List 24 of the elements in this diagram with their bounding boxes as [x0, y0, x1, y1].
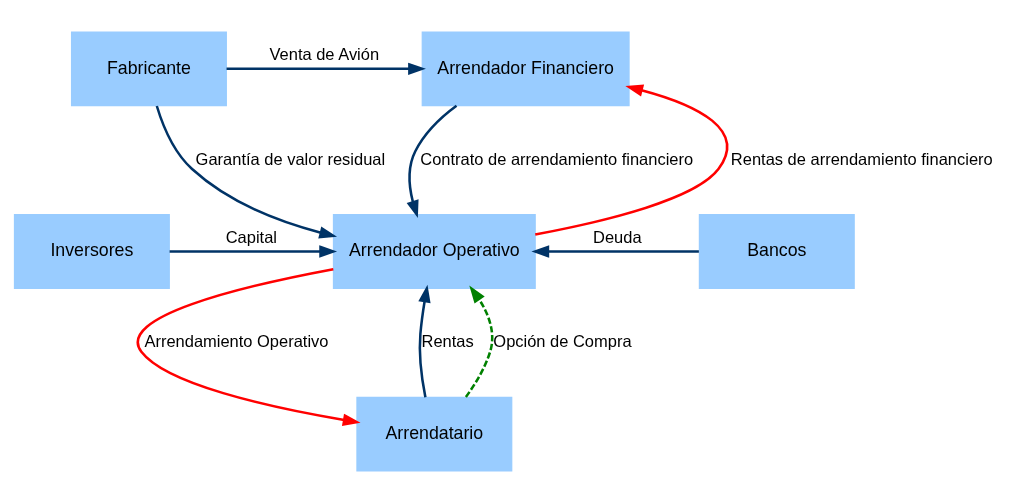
node-box: Inversores	[13, 213, 170, 289]
node-box: Bancos	[698, 213, 855, 289]
edge-label: Rentas de arrendamiento financiero	[730, 148, 993, 167]
arrow	[417, 284, 431, 397]
arrow	[530, 244, 699, 258]
edge-label: Arrendamiento Operativo	[143, 331, 328, 350]
arrow	[136, 267, 361, 426]
arrow	[406, 104, 457, 218]
arrow	[464, 285, 493, 398]
edge-label: Venta de Avión	[269, 44, 379, 63]
arrow	[169, 244, 337, 258]
arrow	[226, 62, 426, 75]
arrow	[155, 105, 337, 238]
edge-label: Contrato de arrendamiento financiero	[419, 148, 693, 167]
node-box: Arrendatario	[355, 396, 512, 472]
node-box: Arrendador Operativo	[332, 213, 536, 289]
edge-label: Capital	[225, 227, 277, 246]
edge-label: Rentas	[421, 331, 474, 350]
edge-label: Garantía de valor residual	[195, 148, 385, 167]
arrow	[534, 83, 728, 236]
node-box: Arrendador Financiero	[421, 30, 630, 106]
edge-label: Deuda	[592, 227, 642, 246]
edge-label: Opción de Compra	[492, 331, 632, 350]
node-box: Fabricante	[70, 30, 227, 106]
